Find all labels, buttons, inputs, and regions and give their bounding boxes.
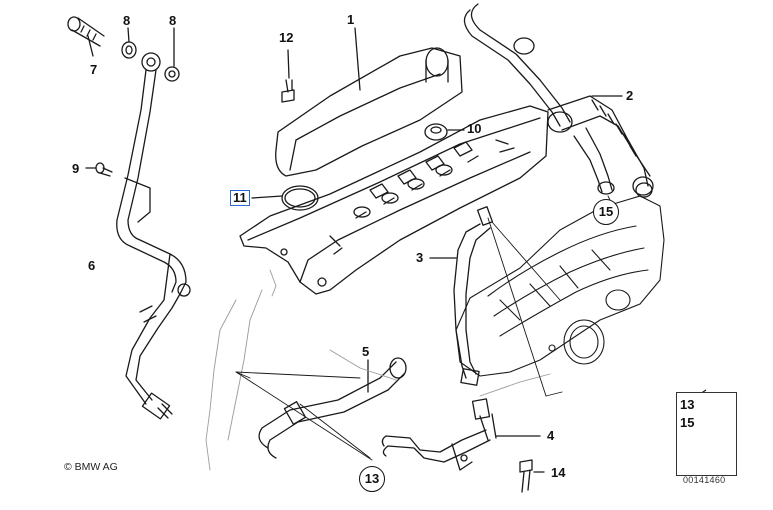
legend-box: 13 15 <box>676 392 737 476</box>
breather-hose-2-icon <box>463 3 654 196</box>
callout-8a: 8 <box>123 13 131 28</box>
callout-9: 9 <box>72 161 80 176</box>
engine-outline-icon <box>205 269 551 471</box>
bolt-12-icon <box>281 49 295 103</box>
oil-separator-1-icon <box>275 27 463 177</box>
callout-14: 14 <box>551 465 566 480</box>
copyright-text: © BMW AG <box>64 461 118 473</box>
callout-10: 10 <box>467 121 482 136</box>
oil-line-6-icon <box>116 52 191 420</box>
legend-number-13: 13 <box>680 397 695 412</box>
callout-8b: 8 <box>169 13 177 28</box>
callout-2: 2 <box>626 88 634 103</box>
cylinder-head-cover-icon <box>239 105 549 295</box>
clamp-15-icon <box>635 182 653 198</box>
callout-3: 3 <box>416 250 424 265</box>
hose-3-icon <box>429 206 494 386</box>
callout-6: 6 <box>88 258 96 273</box>
bolt-14-icon <box>519 459 545 493</box>
callout-11-highlighted[interactable]: 11 <box>230 190 250 206</box>
diagram-number: 00141460 <box>683 475 726 485</box>
callout-7: 7 <box>90 62 98 77</box>
intake-manifold-icon <box>455 195 665 377</box>
callout-4: 4 <box>547 428 555 443</box>
washer-8a-icon <box>121 27 137 59</box>
callout-1: 1 <box>347 12 355 27</box>
screw-9-icon <box>85 162 113 177</box>
pipe-4-icon <box>381 398 541 471</box>
o-ring-11-icon <box>251 185 319 211</box>
leader-lines-icon <box>235 195 613 461</box>
bolt-7-icon <box>67 16 105 57</box>
callout-5: 5 <box>362 344 370 359</box>
callout-13: 13 <box>359 466 385 492</box>
washer-8b-icon <box>164 27 180 82</box>
callout-12: 12 <box>279 30 294 45</box>
legend-number-15: 15 <box>680 415 695 430</box>
pipe-5-icon <box>258 357 407 459</box>
callout-15: 15 <box>593 199 619 225</box>
